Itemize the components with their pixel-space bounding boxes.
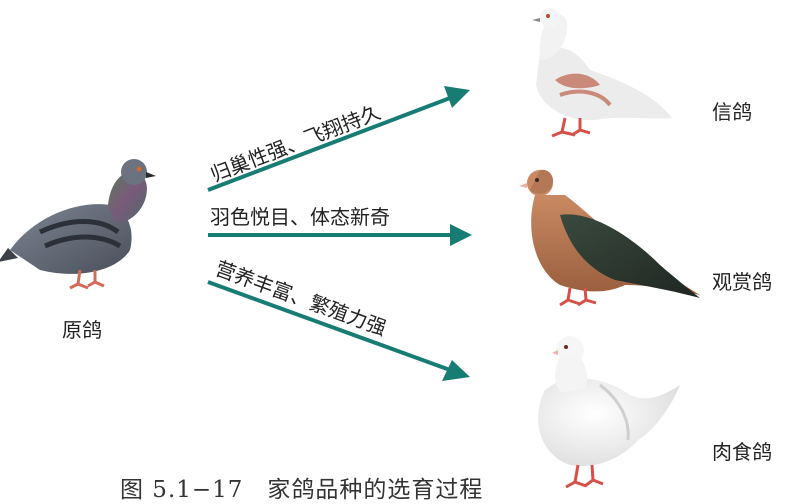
label-meat: 肉食鸽 [712,440,772,464]
arrow-label-meat: 营养丰富、繁殖力强 [212,256,389,340]
arrow-label-ornamental: 羽色悦目、体态新奇 [210,205,390,229]
label-origin: 原鸽 [62,318,102,342]
label-ornamental: 观赏鸽 [712,270,772,294]
arrow-to-homing [207,86,470,192]
figure-caption: 图 5.1−17 家鸽品种的选育过程 [120,477,484,503]
ornamental-pigeon-image [519,169,700,307]
arrow-to-ornamental [208,224,472,246]
arrow-to-meat [207,280,470,381]
meat-pigeon-image [538,336,680,489]
rock-pigeon-image [0,159,156,290]
arrow-label-homing: 归巢性强、飞翔持久 [207,100,384,187]
label-homing: 信鸽 [712,100,752,124]
homing-pigeon-image [532,8,672,138]
